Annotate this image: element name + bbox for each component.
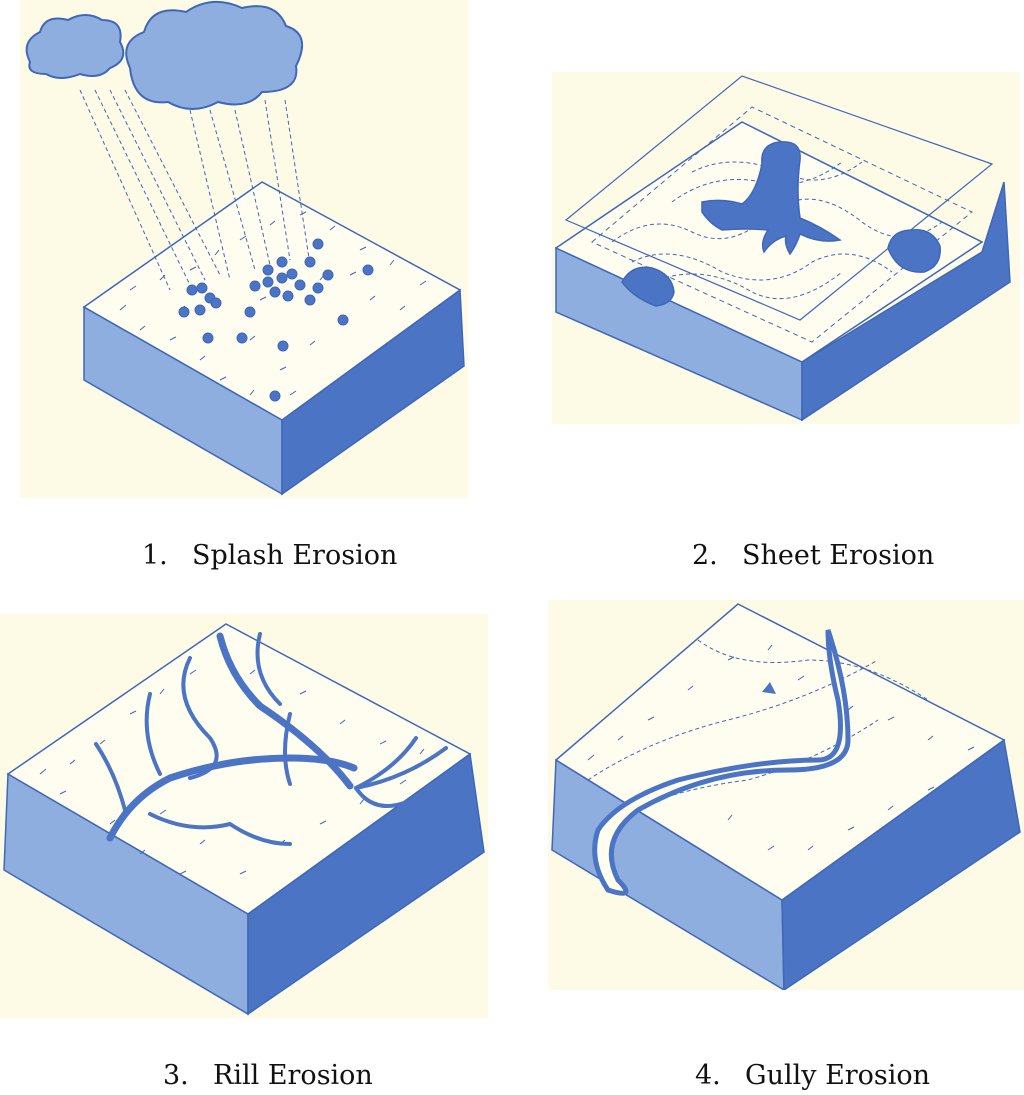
sheet-erosion-illustration bbox=[552, 72, 1020, 424]
rock-left bbox=[621, 266, 675, 307]
soil-block-right-side bbox=[801, 181, 1011, 422]
soil-block-top-surface bbox=[554, 603, 1006, 901]
rock-marker bbox=[762, 682, 776, 694]
tree-stump bbox=[701, 141, 842, 256]
caption-number: 3. bbox=[163, 1060, 189, 1091]
caption-label: Sheet Erosion bbox=[742, 540, 935, 571]
gully-erosion-illustration bbox=[548, 600, 1024, 990]
caption-number: 1. bbox=[142, 540, 168, 571]
caption-rill-erosion: 3. Rill Erosion bbox=[163, 1060, 373, 1091]
water-sheet-inner bbox=[591, 106, 973, 343]
caption-sheet-erosion: 2. Sheet Erosion bbox=[692, 540, 934, 571]
caption-splash-erosion: 1. Splash Erosion bbox=[142, 540, 397, 571]
soil-block-top-surface bbox=[82, 181, 462, 421]
rill-channels bbox=[94, 632, 448, 846]
caption-number: 2. bbox=[692, 540, 718, 571]
splash-erosion-illustration bbox=[20, 0, 468, 498]
gully-channel bbox=[592, 629, 851, 896]
cloud-large bbox=[125, 1, 304, 110]
soil-block-top-surface bbox=[6, 623, 472, 915]
rock-right bbox=[887, 229, 941, 273]
rain-streaks bbox=[79, 89, 311, 291]
rill-erosion-illustration bbox=[0, 614, 488, 1018]
caption-gully-erosion: 4. Gully Erosion bbox=[695, 1060, 930, 1091]
surface-texture-marks bbox=[39, 669, 425, 875]
water-sheet-outline bbox=[564, 75, 994, 321]
cloud-small bbox=[25, 14, 125, 79]
splash-droplets bbox=[178, 238, 374, 402]
caption-number: 4. bbox=[695, 1060, 721, 1091]
caption-label: Splash Erosion bbox=[192, 540, 398, 571]
caption-label: Gully Erosion bbox=[745, 1060, 931, 1091]
caption-label: Rill Erosion bbox=[213, 1060, 373, 1091]
surface-texture-marks bbox=[587, 644, 975, 851]
